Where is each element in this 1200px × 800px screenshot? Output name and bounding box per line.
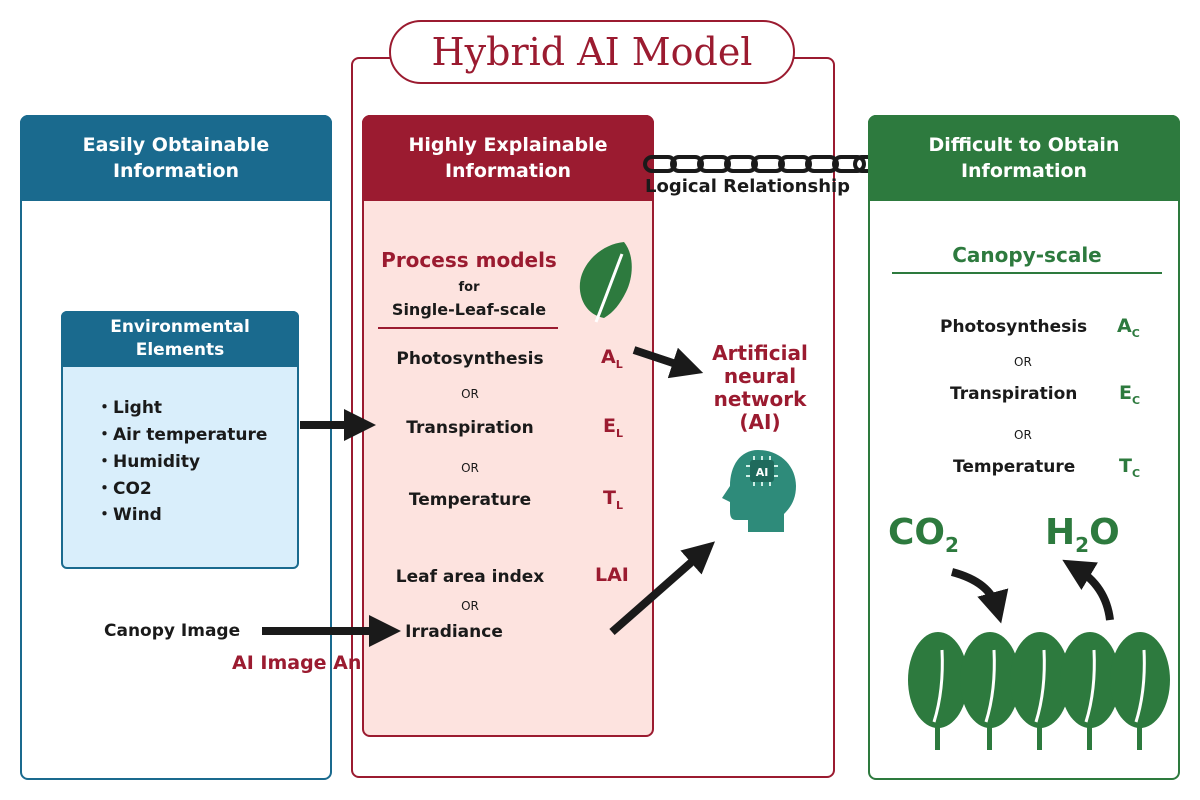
difficult-to-obtain-header-text: Difficult to Obtain Information (928, 134, 1120, 182)
co2-main: CO (888, 512, 946, 553)
difficult-to-obtain-header: Difficult to Obtain Information (868, 115, 1180, 201)
easily-obtainable-header-text: Easily Obtainable Information (82, 134, 270, 182)
right-photosynthesis-symbol: AC (1117, 315, 1140, 340)
mid-temperature-sym: T (603, 487, 616, 509)
mid-temperature-symbol: TL (603, 487, 623, 512)
mid-transpiration-sym: E (603, 415, 616, 437)
ai-head-icon: AI (722, 450, 796, 532)
mid-photosynthesis-sub: L (615, 357, 623, 371)
right-transpiration-sym: E (1119, 382, 1132, 404)
canopy-scale-title: Canopy-scale (952, 243, 1102, 267)
right-transpiration-sub: C (1131, 393, 1141, 407)
ann-label: Artificial neural network (AI) (690, 342, 830, 434)
environmental-elements-header: Environmental Elements (61, 311, 299, 367)
mid-transpiration-label: Transpiration (406, 418, 534, 438)
env-item-wind: ・Wind (96, 505, 162, 525)
right-temperature-sym: T (1119, 455, 1132, 477)
co2-intake-arrow (950, 568, 1009, 624)
right-temperature-label: Temperature (953, 457, 1076, 477)
ann-label-line2: neural (723, 364, 797, 388)
h2o-release-arrow (1062, 559, 1114, 621)
highly-explainable-header: Highly Explainable Information (362, 115, 654, 201)
hybrid-model-title: Hybrid AI Model (389, 20, 795, 84)
right-photosynthesis-sub: C (1131, 326, 1140, 340)
co2-label: CO2 (888, 512, 959, 557)
env-item-air-temperature: ・Air temperature (96, 425, 268, 445)
single-leaf-icon (579, 242, 632, 323)
mid-photosynthesis-label: Photosynthesis (396, 349, 544, 369)
co2-sub: 2 (945, 533, 959, 558)
canopy-leaves-icon (908, 632, 1170, 750)
h2o-o: O (1089, 512, 1120, 553)
leaf-to-ann-arrow (632, 346, 704, 379)
highly-explainable-header-text: Highly Explainable Information (408, 134, 608, 182)
mid-temperature-sub: L (615, 498, 623, 512)
mid-transpiration-symbol: EL (603, 415, 623, 440)
process-models-title: Process models (381, 248, 557, 272)
env-item-humidity: ・Humidity (96, 452, 201, 472)
leaf-area-index-label: Leaf area index (395, 567, 545, 587)
h2o-h: H (1045, 512, 1076, 553)
logical-relationship-label: Logical Relationship (645, 176, 851, 197)
h2o-sub: 2 (1075, 533, 1090, 558)
ann-label-line4: (AI) (739, 410, 781, 434)
irradiance-to-ai-arrow (609, 541, 716, 636)
right-transpiration-symbol: EC (1119, 382, 1140, 407)
right-transpiration-label: Transpiration (950, 384, 1078, 404)
right-temperature-sub: C (1131, 466, 1141, 480)
mid-or-2: OR (461, 461, 479, 475)
ai-chip-label: AI (756, 466, 769, 479)
mid-photosynthesis-symbol: AL (601, 346, 623, 371)
h2o-label: H2O (1045, 512, 1120, 557)
canopy-scale-underline (892, 272, 1162, 274)
easily-obtainable-header: Easily Obtainable Information (20, 115, 332, 201)
lai-symbol: LAI (595, 564, 629, 586)
canopy-image-label: Canopy Image (104, 621, 241, 641)
ann-label-line3: network (713, 387, 807, 411)
mid-or-1: OR (461, 387, 479, 401)
env-item-light: ・Light (96, 398, 163, 418)
process-models-scale: Single-Leaf-scale (391, 300, 547, 319)
mid-photosynthesis-sym: A (601, 346, 616, 368)
right-or-2: OR (1014, 428, 1032, 442)
right-temperature-symbol: TC (1119, 455, 1140, 480)
mid-or-3: OR (461, 599, 479, 613)
irradiance-label: Irradiance (405, 622, 503, 642)
right-or-1: OR (1014, 355, 1032, 369)
process-models-for: for (458, 280, 480, 295)
process-models-underline (378, 327, 558, 329)
right-photosynthesis-label: Photosynthesis (940, 317, 1088, 337)
environmental-elements-title: Environmental Elements (110, 317, 250, 360)
ann-label-line1: Artificial (712, 341, 808, 365)
mid-transpiration-sub: L (615, 426, 623, 440)
right-photosynthesis-sym: A (1117, 315, 1132, 337)
mid-temperature-label: Temperature (408, 490, 532, 510)
env-item-co2: ・CO2 (96, 479, 152, 499)
